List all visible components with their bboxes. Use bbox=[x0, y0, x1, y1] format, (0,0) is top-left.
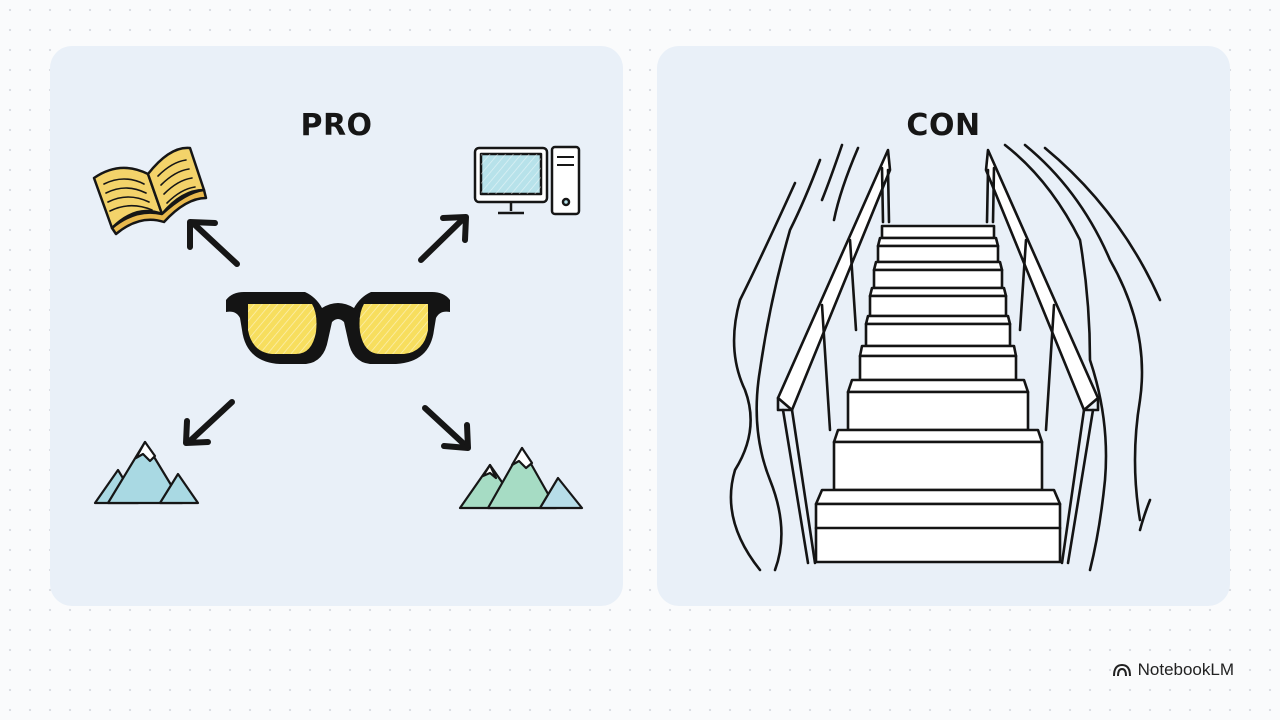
brand-name: NotebookLM bbox=[1137, 660, 1234, 679]
glasses-icon bbox=[226, 292, 450, 364]
notebooklm-logo-icon bbox=[1112, 663, 1131, 677]
wall-line-left bbox=[729, 181, 797, 572]
con-title: CON bbox=[906, 108, 981, 143]
mountain-icon bbox=[93, 440, 200, 505]
mountains-icon bbox=[458, 446, 584, 510]
arrow-icons bbox=[183, 214, 471, 451]
pro-title: PRO bbox=[300, 108, 373, 143]
pro-panel: PRO bbox=[50, 46, 623, 606]
computer-icon bbox=[473, 145, 581, 216]
notebooklm-brand: NotebookLM bbox=[1112, 660, 1234, 680]
open-book-icon bbox=[92, 146, 208, 236]
